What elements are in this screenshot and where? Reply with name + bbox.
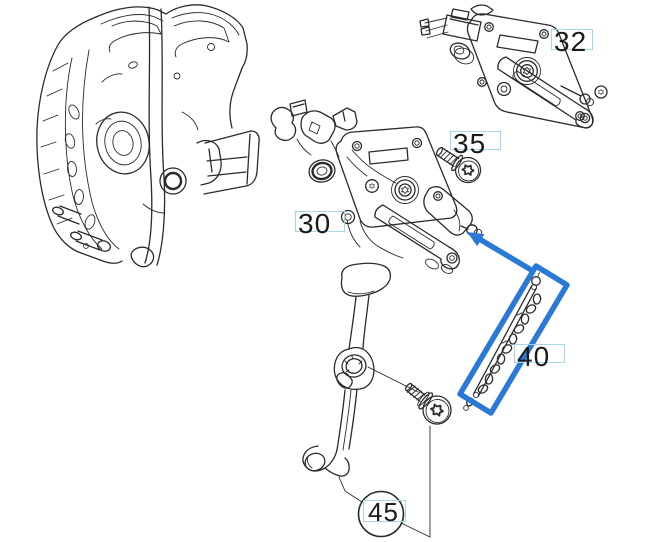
highlight-box — [457, 263, 570, 416]
callout-30-label: 30 — [298, 208, 332, 239]
callout-32-label: 32 — [554, 26, 588, 57]
transmission-housing-drawing[interactable] — [36, 4, 260, 268]
callout-45-circle — [357, 490, 405, 538]
callout-40[interactable]: 40 — [514, 343, 565, 371]
shift-module-32-drawing[interactable] — [419, 4, 608, 129]
selection-arrow-icon — [467, 232, 536, 274]
callout-40-label: 40 — [517, 341, 551, 372]
leader-line-eye-to-screw — [367, 366, 419, 393]
callout-32[interactable]: 32 — [551, 28, 593, 56]
callout-35-label: 35 — [453, 128, 487, 159]
leader-line-lever-to-circle — [338, 476, 363, 503]
gear-lever-45-drawing[interactable] — [302, 262, 457, 538]
detent-rail-40-drawing[interactable] — [463, 272, 542, 411]
callout-45-label: 45 — [368, 497, 399, 527]
screw-35-drawing[interactable] — [431, 140, 485, 187]
callout-45[interactable]: 45 — [363, 497, 406, 527]
callout-35[interactable]: 35 — [450, 130, 501, 158]
shift-module-30-drawing[interactable] — [270, 99, 483, 275]
leader-line-circle-to-corner — [400, 522, 431, 538]
callout-30[interactable]: 30 — [295, 210, 345, 238]
